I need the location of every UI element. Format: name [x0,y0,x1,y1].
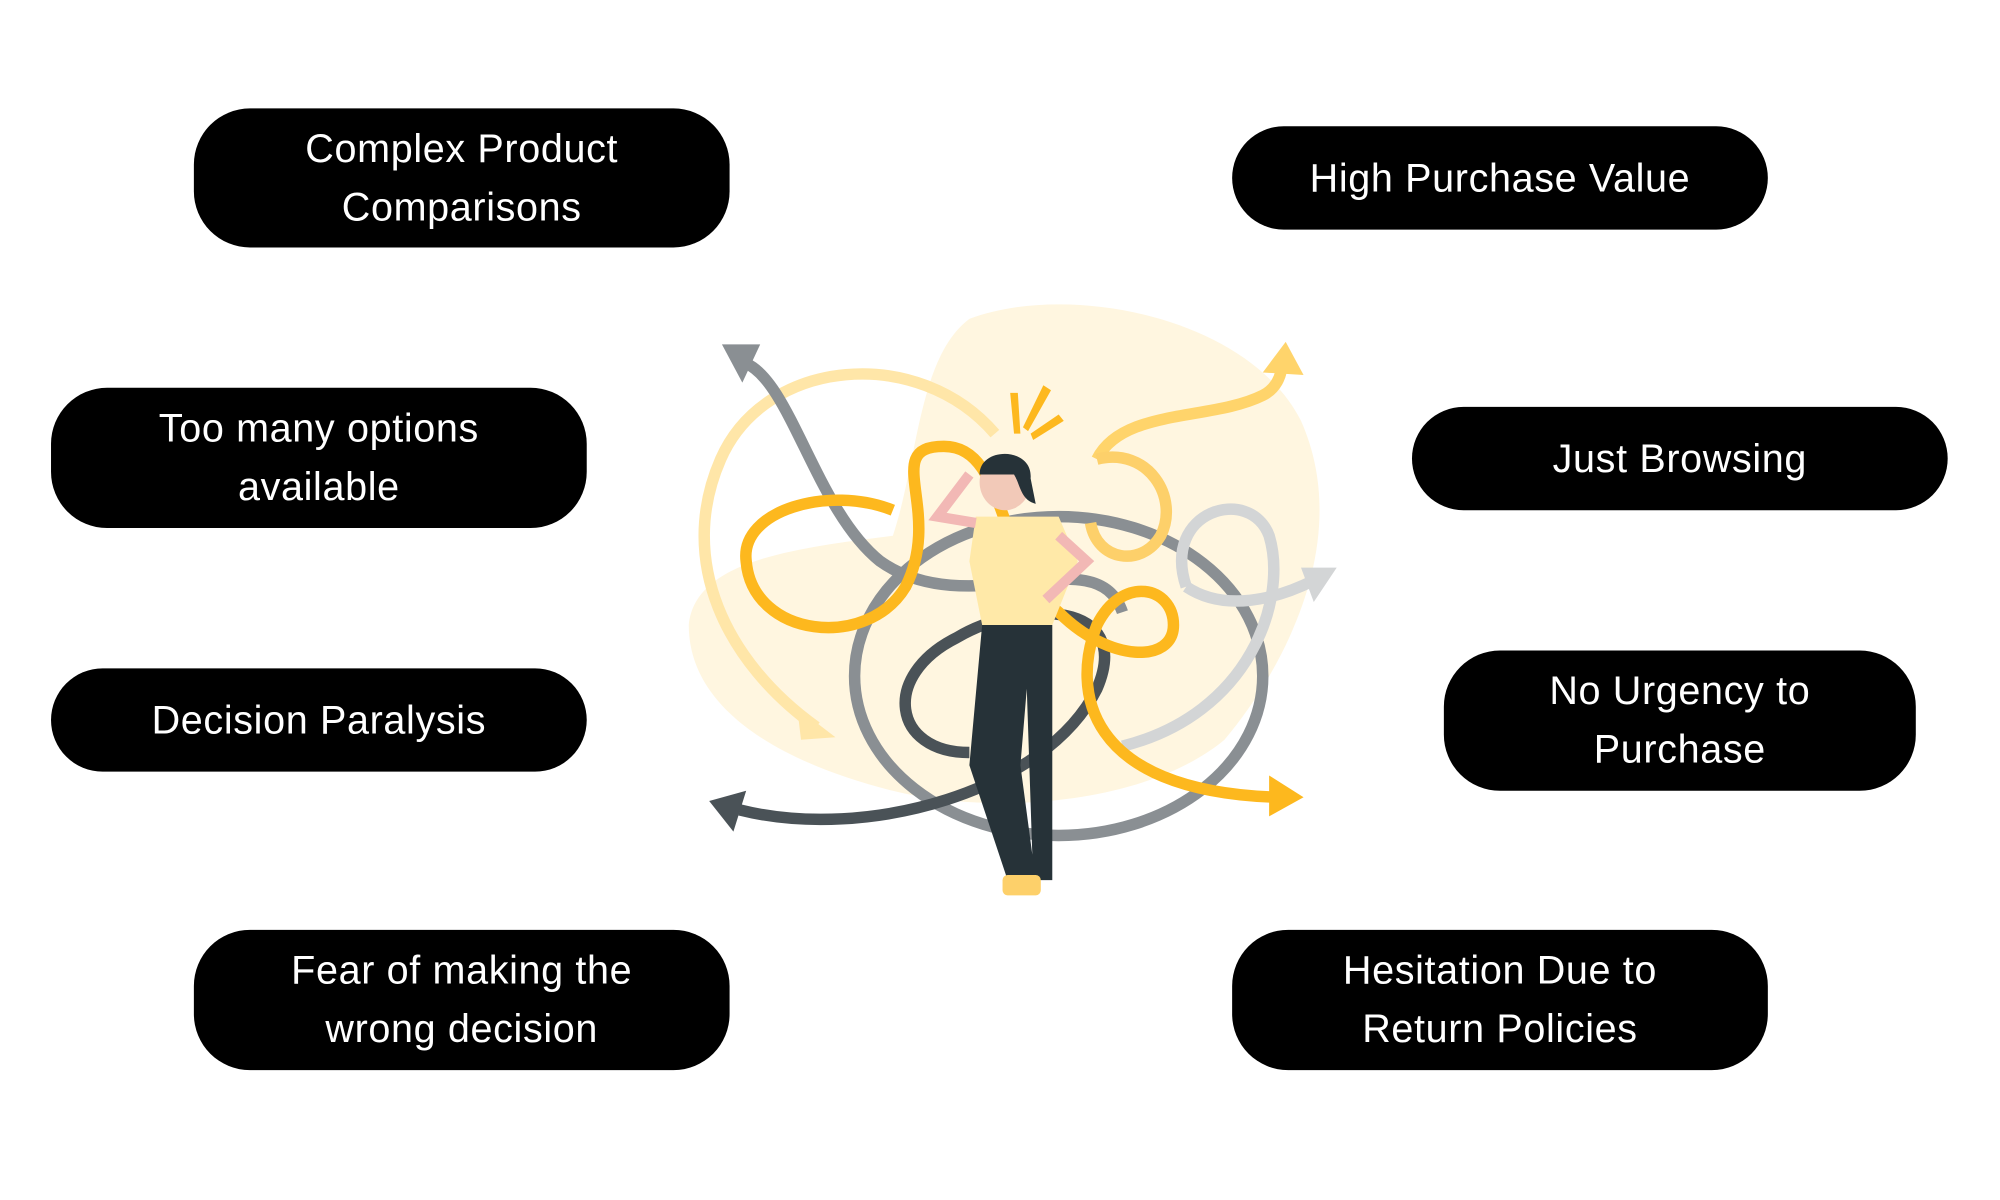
factor-decision-paralysis: Decision Paralysis [51,668,587,772]
factor-label: No Urgency to Purchase [1549,668,1811,772]
factor-too-many-options: Too many options available [51,387,587,529]
factor-label: Fear of making the wrong decision [291,947,633,1052]
gray-arrow [743,358,1128,615]
light-gray-arrowhead [1301,567,1337,603]
factor-no-urgency: No Urgency to Purchase [1443,650,1916,791]
dark-arrowhead [709,790,747,832]
gray-arrowhead [721,344,761,383]
stress-marks-icon [1010,385,1064,441]
yellow-loop [1084,451,1172,562]
light-yellow-arrowhead-2 [1262,341,1304,375]
light-gray-loop [1121,503,1280,752]
factor-label: High Purchase Value [1309,154,1691,200]
factor-label: Hesitation Due to Return Policies [1342,947,1658,1052]
light-gray-arrow [1183,575,1317,607]
factor-complex-product-comparisons: Complex Product Comparisons [193,108,730,248]
factor-label: Just Browsing [1552,435,1808,481]
factor-hesitation-return-policies: Hesitation Due to Return Policies [1232,929,1768,1071]
dark-arrow [738,607,1111,826]
factor-just-browsing: Just Browsing [1411,406,1948,511]
light-yellow-arrowhead [797,707,836,740]
light-yellow-arrow-2 [1091,363,1288,463]
factor-label: Too many options available [158,405,479,509]
person-figure [928,453,1095,896]
factor-high-purchase-value: High Purchase Value [1232,126,1768,230]
factor-label: Complex Product Comparisons [305,125,619,229]
factor-fear-of-wrong-decision: Fear of making the wrong decision [193,929,730,1071]
light-yellow-arrow [698,368,1000,732]
yellow-arrowhead [1269,775,1304,817]
factor-label: Decision Paralysis [151,697,487,742]
